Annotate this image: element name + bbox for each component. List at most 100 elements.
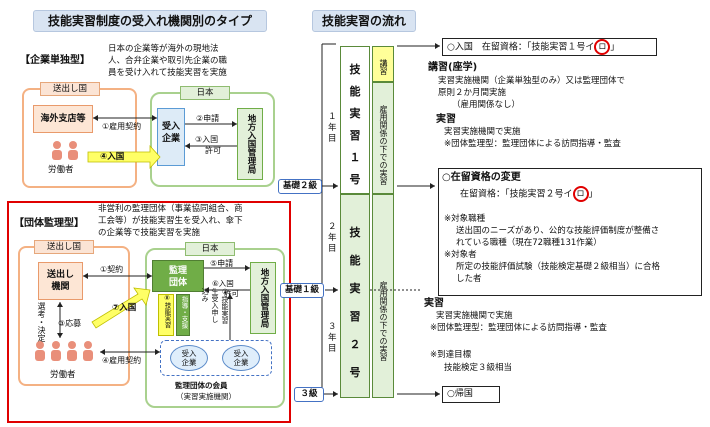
year2-label: ２ 年 目 (328, 222, 337, 255)
grade1-char-3: 実 (349, 107, 361, 120)
apply-label: ③応募 (58, 319, 82, 328)
corporate-worker-icons (52, 141, 78, 160)
receiving-company-line1: 受入 (161, 122, 180, 132)
corporate-application-label: ②申請 (196, 114, 220, 123)
guidance-bar (158, 294, 174, 336)
level-basic1: 基礎１級 (280, 283, 324, 298)
target-line-3: れている職種（現在72職種131作業） (456, 238, 602, 248)
supervised-japan-label: 日本 (185, 242, 235, 256)
grade2-char-6: 号 (349, 366, 361, 379)
grade1-char-4: 習 (349, 129, 361, 142)
year1-char-1: １ (328, 112, 337, 122)
recruit-line2: 生受入申し (211, 288, 219, 323)
receiving-company-1: 受入企業 (170, 345, 208, 371)
members-line1: 監理団体の会員 (175, 381, 228, 390)
year3-char-3: 目 (328, 344, 337, 354)
lecture-line-2: 原則２か月間実施 (438, 88, 507, 98)
left-title: 技能実習制度の受入れ機関別のタイプ (33, 10, 267, 32)
sending-org-line1: 送出し (46, 270, 74, 280)
overseas-branch-box: 海外支店等 (33, 105, 93, 133)
goal-line-2: 技能検定３級相当 (444, 363, 513, 373)
grade2-char-4: 習 (349, 310, 361, 323)
instruction-bar (176, 294, 190, 336)
target-line-2: 送出国のニーズがあり、公的な技能評価制度が整備さ (456, 226, 660, 236)
sending-org-box: 送出し 機関 (38, 262, 83, 300)
receiving-company-line2: 企業 (161, 134, 180, 144)
year1-label: １ 年 目 (328, 112, 337, 145)
entry-mark-circle: ロ (594, 39, 611, 55)
supervised-permission-1: ⑥入国 (212, 279, 234, 288)
supervised-contract-label: ①契約 (100, 265, 124, 274)
status-change-title: ○在留資格の変更 (442, 172, 521, 183)
corporate-worker-label: 労働者 (48, 165, 74, 175)
company2-line2: 企業 (233, 358, 249, 367)
corporate-bureau-box: 地方入国管理局 (237, 108, 263, 180)
supervising-org-box: 監理 団体 (152, 260, 204, 292)
supervised-desc-1: 非営利の監理団体（事業協同組合、商 (98, 204, 243, 214)
supervised-sending-country-label: 送出し国 (34, 240, 94, 254)
recruit-line1: ②技能実習 (221, 288, 229, 324)
corporate-permission-1: ③入国 (195, 135, 219, 144)
company1-line1: 受入 (181, 349, 197, 358)
corporate-sending-country-label: 送出し国 (40, 82, 100, 96)
members-line2: （実習実施機関） (176, 392, 236, 401)
year3-char-2: 年 (328, 333, 337, 343)
grade1-char-1: 技 (349, 63, 361, 76)
lecture-line-1: 実習実施機関（企業単独型のみ）又は監理団体で (438, 76, 626, 86)
supervised-worker-icons (35, 341, 93, 361)
practice2-line-1: 実習実施機関で実施 (436, 311, 513, 321)
supervised-desc-3: の企業等で技能実習を実施 (98, 228, 201, 238)
employment2-column: 雇用関係の下での実習 (372, 194, 394, 398)
corporate-arrows (87, 115, 237, 170)
target-line-1: ※対象職種 (444, 214, 486, 224)
grade2-char-2: 能 (349, 254, 361, 267)
status-line: 在留資格：「技能実習２号イロ」 (460, 186, 598, 202)
grade1-char-5: １ (349, 151, 361, 164)
practice2-title: 実習 (424, 298, 444, 309)
sending-org-line2: 機関 (51, 282, 70, 292)
grade2-char-1: 技 (349, 226, 361, 239)
grade1-column: 技 能 実 習 １ 号 (340, 46, 370, 194)
level-basic2: 基礎２級 (278, 179, 322, 194)
year3-char-1: ３ (328, 322, 337, 332)
supervised-desc-2: 工会等）が技能実習生を受入れ、傘下 (98, 216, 243, 226)
target-line-5: 所定の技能評価試験（技能検定基礎２級相当）に合格 (456, 262, 661, 272)
corporate-desc-2: 人、合弁企業や取引先企業の職 (108, 56, 228, 66)
company2-line1: 受入 (233, 349, 249, 358)
right-title: 技能実習の流れ (312, 10, 416, 32)
corporate-permission-2: 許可 (205, 146, 221, 155)
instruction-label: 指導・支援 (180, 296, 188, 329)
employment1-column: 雇用関係の下での実習 (372, 82, 394, 194)
return-box: ○帰国 (442, 386, 500, 403)
grade2-char-5: ２ (349, 338, 361, 351)
practice-line-1: 実習実施機関で実施 (444, 127, 521, 137)
corporate-entry-label: ④入国 (100, 152, 125, 162)
guidance-label: ⑧技能実習 (163, 294, 171, 328)
corporate-desc-1: 日本の企業等が海外の現地法 (108, 44, 219, 54)
receiving-company-2: 受入企業 (222, 345, 260, 371)
grade2-column: 技 能 実 習 ２ 号 (340, 194, 370, 398)
lecture-column: 講習 (372, 46, 394, 82)
recruit-line3: 込み (201, 288, 209, 302)
goal-line-1: ※到達目標 (430, 350, 472, 360)
entry-box: ○入国 在留資格：「技能実習１号イロ」 (442, 38, 657, 56)
supervised-label: 【団体監理型】 (14, 218, 84, 229)
year2-char-1: ２ (328, 222, 337, 232)
supervising-org-line2: 団体 (168, 278, 187, 288)
corporate-employment-label: ①雇用契約 (102, 122, 142, 131)
lecture-line-3: （雇用関係なし） (452, 100, 521, 110)
corporate-desc-3: 員を受け入れて技能実習を実施 (108, 68, 227, 78)
level-3: ３級 (294, 387, 324, 402)
target-line-4: ※対象者 (444, 250, 477, 260)
practice2-line-2: ※団体監理型：監理団体による訪問指導・監査 (430, 323, 607, 333)
status-line-text: 在留資格：「技能実習２号イ (460, 189, 573, 200)
year3-label: ３ 年 目 (328, 322, 337, 355)
year1-char-2: 年 (328, 123, 337, 133)
grade2-char-3: 実 (349, 282, 361, 295)
target-line-6: した者 (456, 274, 482, 284)
member-companies-area (160, 340, 272, 376)
selection-label: 選考・決定 (37, 302, 46, 342)
supervised-employment-label: ④雇用契約 (102, 356, 142, 365)
supervised-arrows (57, 265, 250, 355)
